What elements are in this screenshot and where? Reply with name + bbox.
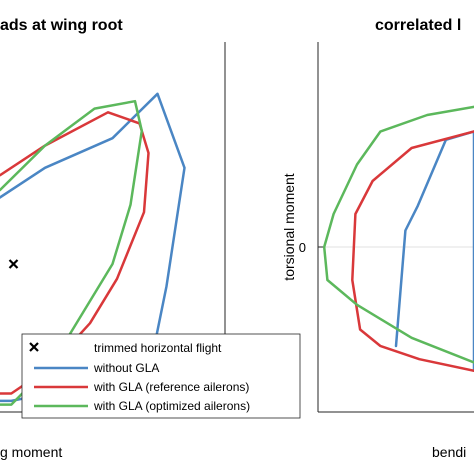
right-series-line-0 — [394, 130, 474, 373]
legend-box — [21, 333, 301, 419]
right-ylabel: torsional moment — [281, 173, 297, 280]
legend-label-marker: trimmed horizontal flight — [94, 341, 222, 355]
trimmed-marker — [8, 259, 19, 269]
right-panel: correlated l 0 torsional moment bendi — [281, 17, 474, 460]
right-xlabel: bendi — [432, 444, 466, 460]
right-series-group — [322, 105, 474, 373]
right-series-line-1 — [351, 130, 474, 373]
legend-entry-without-gla: without GLA — [34, 361, 159, 375]
legend-entry-reference: with GLA (reference ailerons) — [34, 380, 249, 394]
legend-entry-optimized: with GLA (optimized ailerons) — [34, 399, 250, 413]
left-xlabel: g moment — [0, 444, 62, 460]
legend: trimmed horizontal flight without GLA wi… — [21, 333, 301, 419]
y-tick-zero: 0 — [299, 240, 306, 255]
right-series-line-2 — [322, 105, 474, 364]
right-title: correlated l — [375, 17, 461, 34]
left-title: ads at wing root — [0, 17, 123, 34]
legend-label-optimized: with GLA (optimized ailerons) — [93, 399, 250, 413]
legend-entry-marker: trimmed horizontal flight — [29, 341, 222, 355]
legend-label-reference: with GLA (reference ailerons) — [93, 380, 249, 394]
legend-marker-stroke-b — [29, 342, 39, 352]
marker-stroke-b — [8, 259, 19, 269]
legend-label-without-gla: without GLA — [93, 361, 159, 375]
